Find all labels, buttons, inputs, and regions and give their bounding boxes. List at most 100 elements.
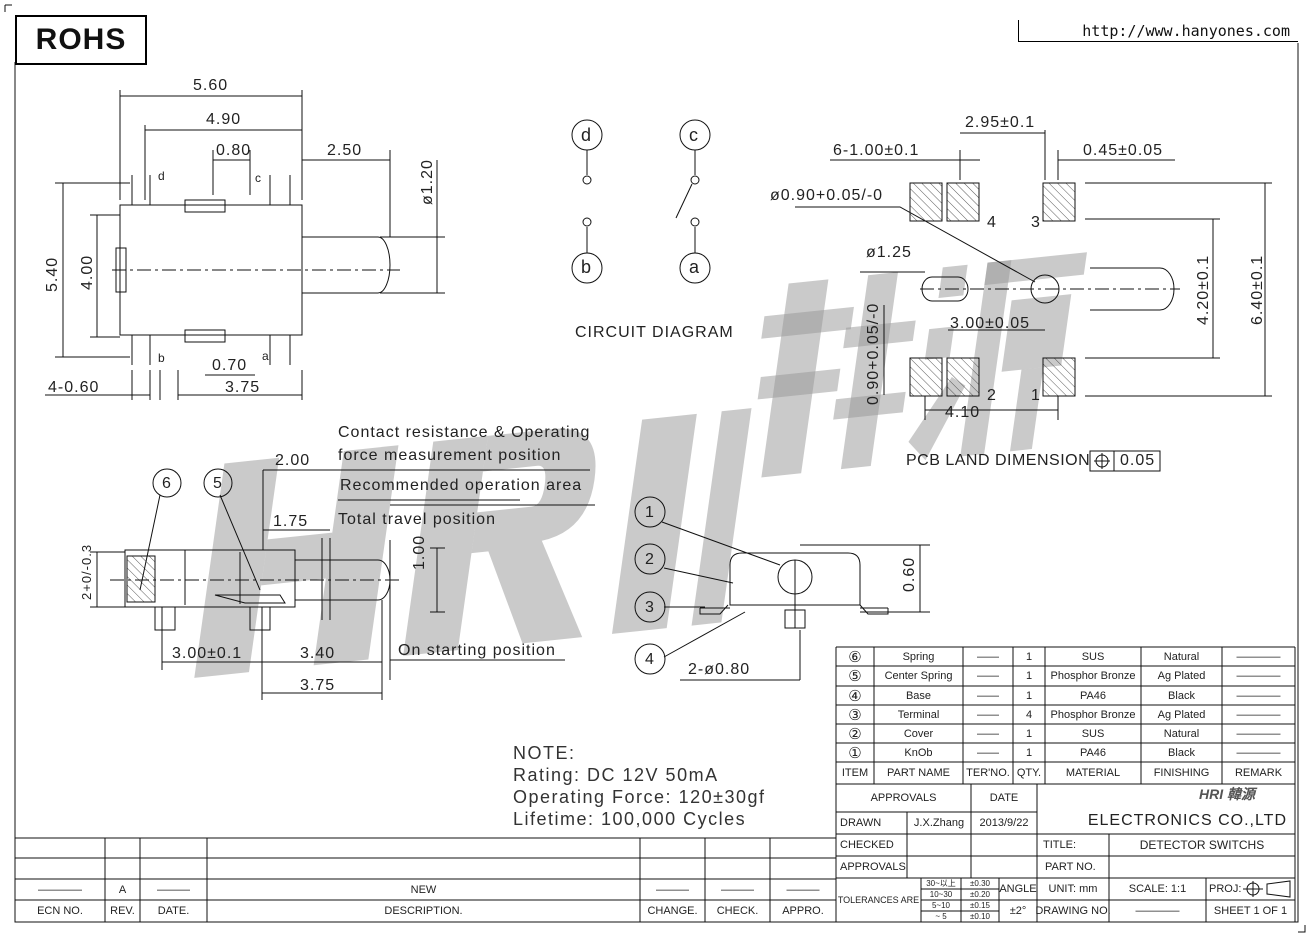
bom-ter-no: —— — [977, 746, 999, 759]
bom-part-name: Terminal — [897, 708, 940, 721]
bom-remark: ———— — [1236, 746, 1281, 759]
circuit-diagram-label: CIRCUIT DIAGRAM — [575, 324, 734, 341]
sheet: SHEET 1 OF 1 — [1213, 905, 1288, 917]
dim-label: 3.00±0.1 — [172, 645, 243, 662]
tol-range: 30~以上 — [926, 879, 956, 888]
approvals-header: APPROVALS — [870, 792, 937, 804]
dim-label: 2.00 — [275, 452, 311, 469]
bom-header: ITEM — [841, 767, 869, 779]
dim-label: ø1.20 — [419, 159, 436, 205]
checked-label: CHECKED — [840, 839, 894, 851]
revision-header: REV. — [110, 904, 135, 917]
balloon-number: 5 — [213, 475, 223, 492]
part-no-label: PART NO. — [1045, 861, 1096, 873]
revision-header: ECN NO. — [37, 904, 83, 917]
circuit-node: a — [689, 257, 701, 277]
company-name: ELECTRONICS CO.,LTD — [1087, 812, 1287, 829]
dim-label: 2+0/-0.3 — [79, 543, 94, 600]
circuit-node: b — [581, 257, 593, 277]
revision-cell: A — [118, 883, 127, 896]
annotation: Total travel position — [338, 511, 496, 528]
bom-finishing: Natural — [1163, 727, 1200, 740]
position-tolerance: 0.05 — [1120, 452, 1156, 469]
bom-qty: 1 — [1025, 670, 1033, 682]
tol-value: ±0.10 — [970, 912, 990, 921]
dim-label: 1.75 — [273, 513, 309, 530]
title-label: TITLE: — [1043, 839, 1077, 851]
drawn-by: J.X.Zhang — [913, 817, 965, 829]
balloon-number: 6 — [162, 475, 172, 492]
bom-header: PART NAME — [887, 767, 950, 779]
bom-finishing: Ag Plated — [1157, 670, 1206, 682]
pin-label: a — [262, 349, 270, 363]
bom-header: MATERIAL — [1065, 767, 1121, 779]
bom-part-name: Cover — [903, 727, 934, 740]
bom-part-name: KnOb — [904, 746, 933, 759]
unit: UNIT: mm — [1048, 883, 1098, 895]
revision-cell: ——— — [157, 883, 190, 896]
dim-label: 4.90 — [206, 111, 242, 128]
annotation: On starting position — [398, 642, 556, 659]
bom-finishing: Black — [1168, 746, 1195, 759]
bom-material: PA46 — [1079, 689, 1107, 702]
dim-label: 3.75 — [300, 677, 336, 694]
dim-label: 6-1.00±0.1 — [833, 142, 920, 159]
revision-cell: ———— — [38, 883, 82, 896]
bom-ter-no: —— — [977, 689, 999, 702]
dim-label: 0.90+0.05/-0 — [865, 302, 882, 405]
pad-number: 4 — [987, 214, 997, 231]
balloon-number: 4 — [645, 651, 655, 668]
bom-ter-no: —— — [977, 708, 999, 721]
pin-label: b — [158, 351, 166, 365]
bom-header: QTY. — [1016, 767, 1042, 779]
bom-material: Phosphor Bronze — [1050, 708, 1136, 721]
drawing-no: ———— — [1135, 905, 1180, 917]
tol-value: ±0.15 — [970, 901, 990, 910]
bom-part-name: Center Spring — [884, 670, 953, 682]
website-url[interactable]: http://www.hanyones.com — [1018, 20, 1298, 42]
annotation: force measurement position — [338, 447, 562, 464]
revision-header: APPRO. — [782, 904, 824, 917]
approvals-label: APPROVALS — [840, 861, 906, 873]
bom-ter-no: —— — [977, 670, 999, 682]
dim-label: 5.60 — [193, 77, 229, 94]
angle-value: ±2° — [1009, 905, 1027, 917]
rohs-badge: ROHS — [15, 15, 147, 65]
dim-label: 6.40±0.1 — [1249, 254, 1266, 325]
balloon-number: 2 — [645, 551, 655, 568]
bom-header: TER'NO. — [966, 767, 1010, 779]
bom-header: FINISHING — [1153, 767, 1210, 779]
pad-number: 1 — [1031, 387, 1041, 404]
bom-part-name: Spring — [902, 650, 935, 663]
dim-label: ø1.25 — [866, 244, 912, 261]
bom-item: ④ — [848, 687, 862, 705]
bom-qty: 1 — [1025, 727, 1033, 740]
dim-label: 4.00 — [79, 254, 96, 290]
revision-header: DATE. — [157, 904, 190, 917]
dim-label: 0.60 — [901, 556, 918, 592]
bom-finishing: Ag Plated — [1157, 708, 1206, 721]
bom-remark: ———— — [1236, 727, 1281, 740]
bom-item: ③ — [848, 706, 862, 724]
bom-remark: ———— — [1236, 670, 1281, 682]
note-line: Rating: DC 12V 50mA — [513, 765, 719, 785]
revision-header: CHANGE. — [647, 904, 698, 917]
revision-header: CHECK. — [716, 904, 759, 917]
bom-item: ⑤ — [848, 668, 862, 685]
revision-cell: ——— — [721, 883, 754, 896]
tol-range: 5~10 — [931, 901, 951, 910]
bom-header: REMARK — [1234, 767, 1283, 779]
tol-value: ±0.30 — [970, 879, 990, 888]
balloon-number: 3 — [645, 599, 655, 616]
pin-label: c — [255, 171, 262, 185]
revision-header: DESCRIPTION. — [384, 904, 463, 917]
tol-range: 10~30 — [929, 890, 953, 899]
note-title: NOTE: — [513, 743, 576, 763]
bom-remark: ———— — [1236, 650, 1281, 663]
projection-label: PROJ: — [1209, 883, 1242, 895]
tol-range: ~ 5 — [935, 912, 947, 921]
bom-remark: ———— — [1236, 689, 1281, 702]
scale: SCALE: 1:1 — [1128, 883, 1187, 895]
dim-label: 2.95±0.1 — [965, 114, 1036, 131]
